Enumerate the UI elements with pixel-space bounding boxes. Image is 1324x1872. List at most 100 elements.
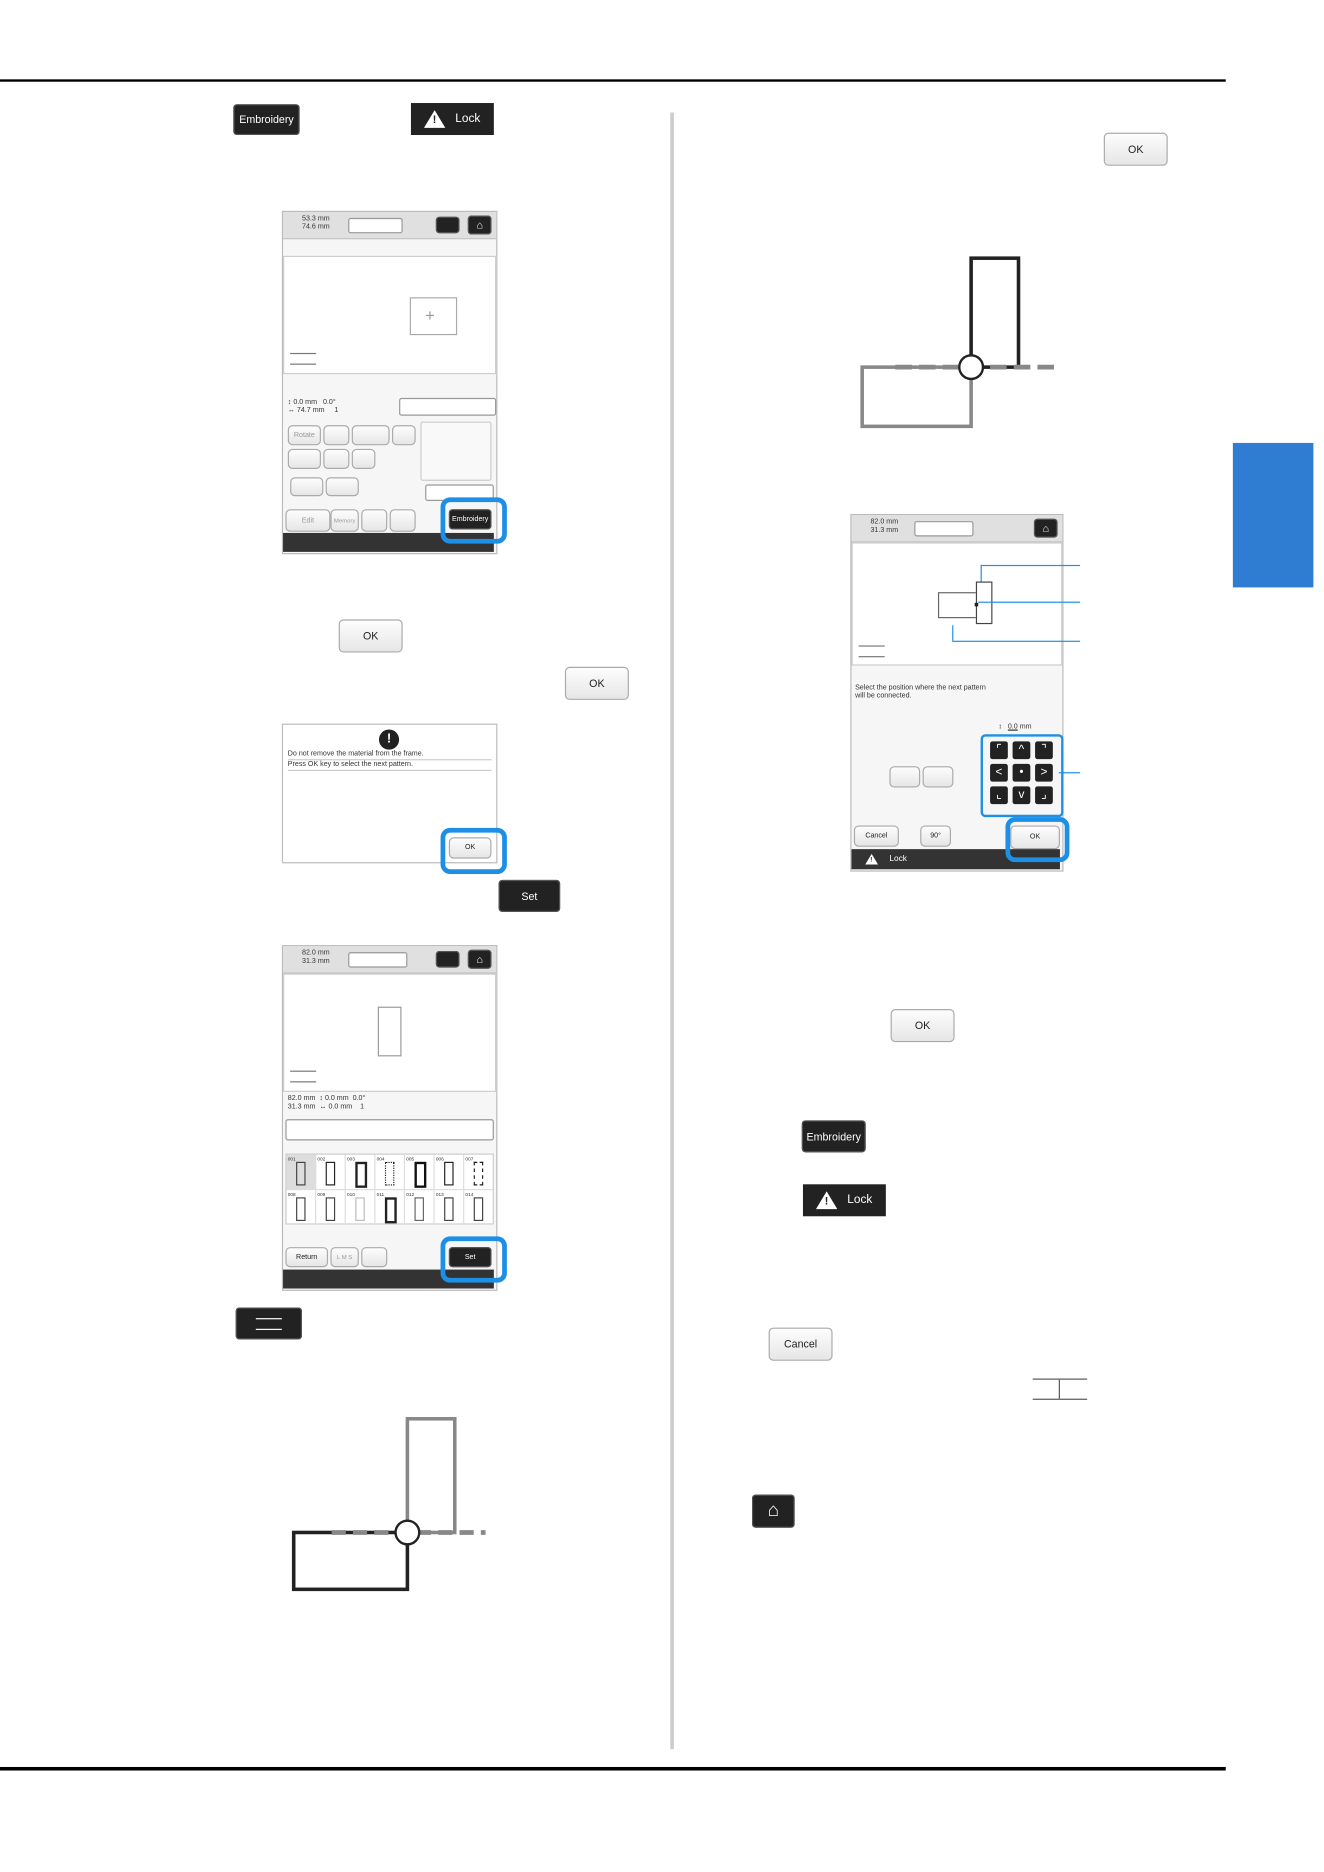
- cancel-button[interactable]: Cancel: [768, 1327, 833, 1361]
- size-readout: 53.3 mm 74.6 mm: [302, 216, 330, 233]
- rotate-right-button[interactable]: [922, 766, 954, 788]
- embroidery-edit-screen: 53.3 mm 74.6 mm ⌂ + ↕ 0.0 mm 0.0° ↔ 74.7…: [281, 210, 498, 555]
- pattern-cell[interactable]: 001: [286, 1154, 317, 1190]
- rotate-button[interactable]: Rotate: [287, 425, 321, 446]
- pattern-thumbnail: [414, 1197, 424, 1222]
- dialog-line-2: Press OK key to select the next pattern.: [287, 762, 492, 771]
- arrow-up-right[interactable]: ⌝: [1035, 741, 1053, 760]
- pattern-cell[interactable]: 002: [316, 1154, 346, 1190]
- layout-selector[interactable]: [348, 952, 408, 968]
- pattern-cell[interactable]: 014: [464, 1190, 492, 1224]
- screen-cancel-button[interactable]: Cancel: [853, 825, 899, 847]
- pattern-number: 002: [317, 1155, 326, 1162]
- connect-button[interactable]: [235, 1307, 302, 1340]
- lock-button[interactable]: Lock: [802, 1184, 886, 1217]
- pattern-cell[interactable]: 007: [464, 1155, 492, 1189]
- connection-diagram-left: [291, 1417, 486, 1592]
- frame-pattern-horizontal: [291, 1530, 410, 1592]
- pattern-width: 53.3: [301, 215, 316, 223]
- move-button[interactable]: [323, 425, 350, 446]
- pattern-cell[interactable]: 009: [316, 1190, 346, 1225]
- arrow-down[interactable]: v: [1012, 786, 1031, 805]
- stitch-start-button[interactable]: [290, 477, 324, 497]
- pattern-thumbnail: [296, 1161, 306, 1186]
- alert-icon: !: [378, 729, 400, 750]
- hoop-view-button[interactable]: [435, 216, 460, 234]
- arrow-down-right[interactable]: ⌟: [1035, 786, 1053, 805]
- ok-button[interactable]: OK: [564, 666, 629, 700]
- arrow-left[interactable]: <: [990, 763, 1008, 782]
- ok-button[interactable]: OK: [338, 619, 403, 653]
- pattern-grid-row-1: 001 002 003 004 005 006 007: [286, 1154, 493, 1190]
- home-button[interactable]: ⌂: [467, 949, 492, 969]
- layout-selector[interactable]: [348, 217, 403, 234]
- pattern-cell[interactable]: 008: [287, 1190, 317, 1225]
- home-button[interactable]: ⌂: [467, 215, 492, 235]
- mirror-button[interactable]: [361, 1247, 388, 1268]
- unit-label: mm: [886, 527, 899, 535]
- size-lms-button[interactable]: L M S: [330, 1247, 359, 1268]
- connect-marker-icon: [290, 352, 317, 365]
- horizontal-position: 0.0: [328, 1103, 339, 1111]
- density-button[interactable]: [323, 448, 350, 469]
- trial-button[interactable]: [389, 509, 416, 532]
- embroidery-button[interactable]: Embroidery: [233, 104, 300, 136]
- arrow-pad[interactable]: [420, 421, 492, 481]
- border-button[interactable]: [361, 509, 388, 532]
- pattern-cell[interactable]: 006: [435, 1154, 465, 1190]
- layout-selector[interactable]: [914, 521, 974, 537]
- pattern-cell[interactable]: 004: [375, 1154, 406, 1190]
- ok-button[interactable]: OK: [890, 1009, 955, 1043]
- arrow-center[interactable]: •: [1012, 763, 1031, 782]
- resize-button[interactable]: [351, 425, 390, 446]
- unit-label: mm: [312, 407, 325, 415]
- pattern-cell[interactable]: 013: [435, 1190, 465, 1225]
- dialog-ok-button[interactable]: OK: [448, 837, 492, 859]
- lock-button[interactable]: Lock: [410, 103, 494, 136]
- pattern-width: 82.0: [287, 1095, 302, 1103]
- home-button[interactable]: ⌂: [752, 1494, 795, 1528]
- pattern-width: 82.0: [870, 518, 885, 526]
- pattern-cell[interactable]: 003: [346, 1154, 376, 1190]
- pattern-thumbnail: [414, 1161, 427, 1188]
- pattern-cell[interactable]: 011: [375, 1190, 406, 1225]
- screen-ok-button[interactable]: OK: [1010, 825, 1060, 850]
- arrow-up-left[interactable]: ⌜: [990, 741, 1008, 760]
- home-button[interactable]: ⌂: [1033, 518, 1058, 538]
- shape-category-tabs[interactable]: [285, 1119, 494, 1141]
- color-button[interactable]: [351, 448, 376, 469]
- return-button[interactable]: Return: [285, 1247, 329, 1268]
- copy-button[interactable]: [392, 425, 416, 446]
- pattern-cell[interactable]: 010: [346, 1190, 376, 1225]
- arrow-down-left[interactable]: ⌞: [990, 786, 1008, 805]
- memory-button[interactable]: Memory: [330, 509, 359, 532]
- size-readout: 82.0 mm 31.3 mm: [302, 950, 330, 967]
- connect-marker-icon: [290, 1070, 317, 1083]
- set-button[interactable]: Set: [498, 879, 561, 912]
- rotate-left-button[interactable]: [889, 766, 921, 788]
- arrow-up[interactable]: ^: [1012, 741, 1031, 760]
- arrow-right[interactable]: >: [1035, 763, 1053, 782]
- warning-icon: [865, 853, 879, 865]
- hoop-view-button[interactable]: [435, 950, 460, 968]
- pattern-thumbnail: [325, 1161, 336, 1186]
- connect-marker-divider: [1058, 1379, 1060, 1399]
- horizontal-position: 74.7: [296, 407, 311, 415]
- callout-line-4: [1058, 772, 1081, 774]
- pattern-number: 011: [376, 1191, 385, 1198]
- screen-embroidery-button[interactable]: Embroidery: [448, 509, 492, 530]
- pattern-cell[interactable]: 012: [405, 1190, 435, 1225]
- unit-label: mm: [317, 958, 330, 966]
- pattern-preview: [851, 542, 1063, 666]
- ok-button[interactable]: OK: [1103, 132, 1168, 166]
- lock-pattern-button[interactable]: [287, 448, 321, 469]
- pattern-cell[interactable]: 005: [405, 1154, 435, 1190]
- pattern-number: 007: [465, 1155, 474, 1162]
- toolbar-icons[interactable]: [399, 397, 497, 416]
- embroidery-button[interactable]: Embroidery: [801, 1120, 866, 1153]
- edit-button[interactable]: Edit: [285, 509, 331, 532]
- pattern-grid-row-2: 008 009 010 011 012 013 014: [286, 1189, 493, 1225]
- screen-set-button[interactable]: Set: [448, 1247, 492, 1268]
- rotate-90-button[interactable]: 90°: [920, 825, 951, 847]
- stitch-end-button[interactable]: [325, 477, 359, 497]
